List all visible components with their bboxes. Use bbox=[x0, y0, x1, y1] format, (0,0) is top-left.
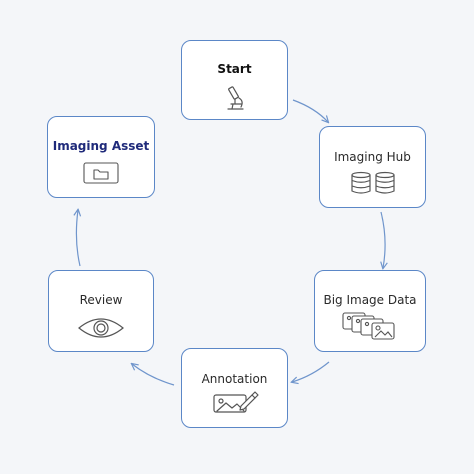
arrow-imaging-hub-to-big-image-data bbox=[381, 211, 385, 268]
node-imaging-hub[interactable]: Imaging Hub bbox=[319, 126, 426, 208]
node-imaging-asset-label: Imaging Asset bbox=[52, 139, 150, 153]
arrow-annotation-to-review bbox=[132, 364, 175, 386]
arrow-review-to-imaging-asset bbox=[76, 210, 80, 267]
node-start[interactable]: Start bbox=[181, 40, 288, 120]
node-big-image-data[interactable]: Big Image Data bbox=[314, 270, 426, 352]
annotate-image-icon bbox=[212, 391, 259, 413]
database-icon bbox=[350, 171, 395, 194]
arrow-start-to-imaging-hub bbox=[292, 99, 328, 122]
eye-icon bbox=[78, 318, 124, 338]
node-review[interactable]: Review bbox=[48, 270, 154, 352]
node-review-label: Review bbox=[79, 293, 123, 307]
node-start-label: Start bbox=[217, 62, 252, 76]
image-stack-icon bbox=[342, 312, 395, 340]
node-big-image-data-label: Big Image Data bbox=[323, 293, 417, 307]
node-imaging-asset[interactable]: Imaging Asset bbox=[47, 116, 155, 198]
node-imaging-hub-label: Imaging Hub bbox=[334, 150, 411, 164]
folder-icon bbox=[83, 162, 119, 184]
node-annotation[interactable]: Annotation bbox=[181, 348, 288, 428]
microscope-icon bbox=[226, 86, 244, 110]
node-annotation-label: Annotation bbox=[201, 372, 268, 386]
arrow-big-image-data-to-annotation bbox=[292, 361, 330, 382]
